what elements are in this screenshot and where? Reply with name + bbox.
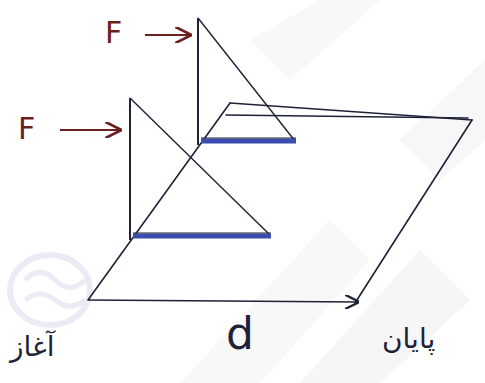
wedge-start: [130, 98, 271, 240]
end-label: پایان: [382, 325, 435, 353]
wedge-end: [198, 18, 296, 145]
force-arrow: [60, 129, 120, 131]
distance-label: d: [226, 312, 254, 356]
force-label: F: [18, 114, 35, 144]
watermark: [10, 0, 485, 383]
distance-arrow: [88, 300, 358, 302]
start-label: آغاز: [10, 333, 54, 361]
plane-outline: [88, 103, 472, 303]
force-label: F: [105, 18, 122, 48]
force-arrow: [145, 34, 190, 36]
